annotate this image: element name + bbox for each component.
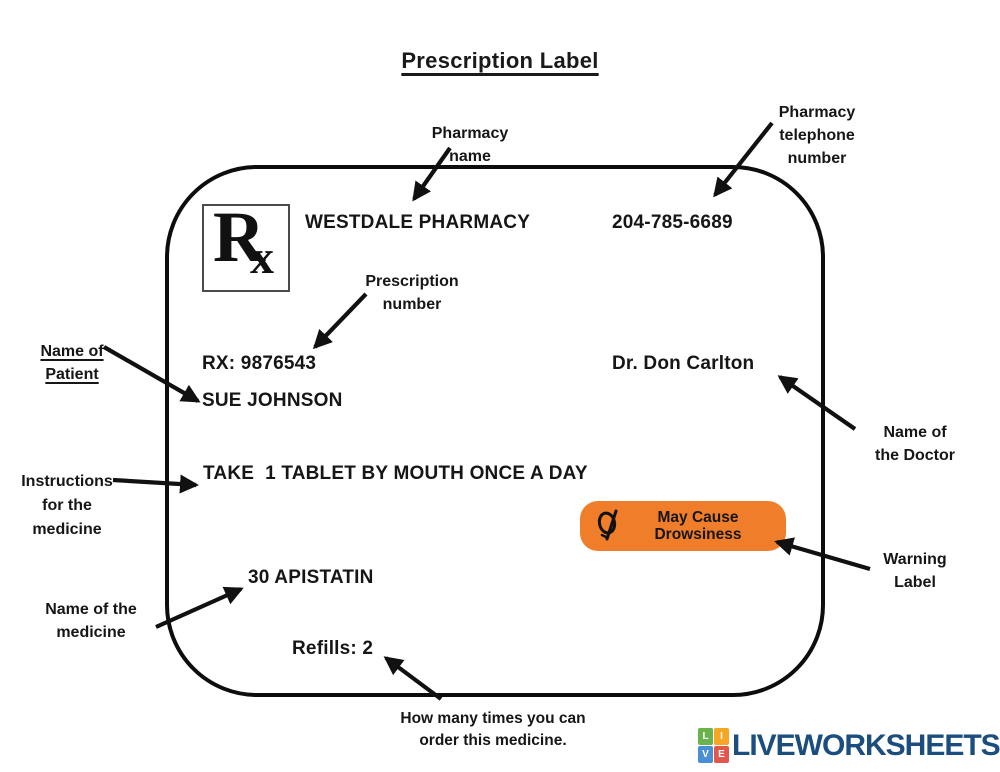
page-title: Prescription Label bbox=[401, 48, 599, 73]
pharmacy-phone-value: 204-785-6689 bbox=[612, 212, 733, 233]
liveworksheets-logo-text: LIVEWORKSHEETS bbox=[732, 728, 1000, 762]
pharmacy-name-value: WESTDALE PHARMACY bbox=[305, 212, 531, 233]
logo-square-l: L bbox=[698, 728, 713, 745]
drowsy-eye-icon bbox=[596, 508, 622, 544]
prescription-number-value: RX: 9876543 bbox=[202, 353, 317, 374]
callout-prescription-number: Prescription number bbox=[365, 273, 459, 313]
warning-sticker: May Cause Drowsiness bbox=[580, 501, 786, 551]
refills-value: Refills: 2 bbox=[292, 638, 374, 659]
callout-warning-label: Warning Label bbox=[883, 551, 947, 591]
rx-symbol-x: x bbox=[250, 231, 274, 284]
liveworksheets-logo-squares: L I V E bbox=[698, 728, 729, 763]
logo-square-v: V bbox=[698, 746, 713, 763]
callout-medicine-name: Name of the medicine bbox=[45, 601, 137, 641]
rx-symbol-r: R bbox=[213, 197, 265, 277]
callout-pharmacy-name: Pharmacy name bbox=[431, 125, 509, 165]
callout-patient-name: Name of Patient bbox=[40, 343, 104, 383]
liveworksheets-logo[interactable]: L I V E LIVEWORKSHEETS bbox=[698, 728, 1000, 763]
callout-doctor-name: Name of the Doctor bbox=[875, 424, 955, 464]
callout-instructions: Instructions for the medicine bbox=[21, 473, 113, 538]
callout-pharmacy-phone: Pharmacy telephone number bbox=[778, 104, 856, 167]
logo-square-e: E bbox=[714, 746, 729, 763]
rx-symbol-box: R x bbox=[202, 197, 290, 292]
patient-name-value: SUE JOHNSON bbox=[202, 390, 343, 411]
instructions-value: TAKE 1 TABLET BY MOUTH ONCE A DAY bbox=[203, 463, 588, 484]
medicine-name-value: 30 APISTATIN bbox=[248, 567, 374, 588]
warning-sticker-text: May Cause Drowsiness bbox=[622, 509, 786, 543]
callout-refills: How many times you can order this medici… bbox=[400, 710, 586, 749]
warning-line2: Drowsiness bbox=[654, 526, 742, 543]
doctor-name-value: Dr. Don Carlton bbox=[612, 353, 755, 374]
logo-square-i: I bbox=[714, 728, 729, 745]
warning-line1: May Cause bbox=[657, 509, 739, 526]
